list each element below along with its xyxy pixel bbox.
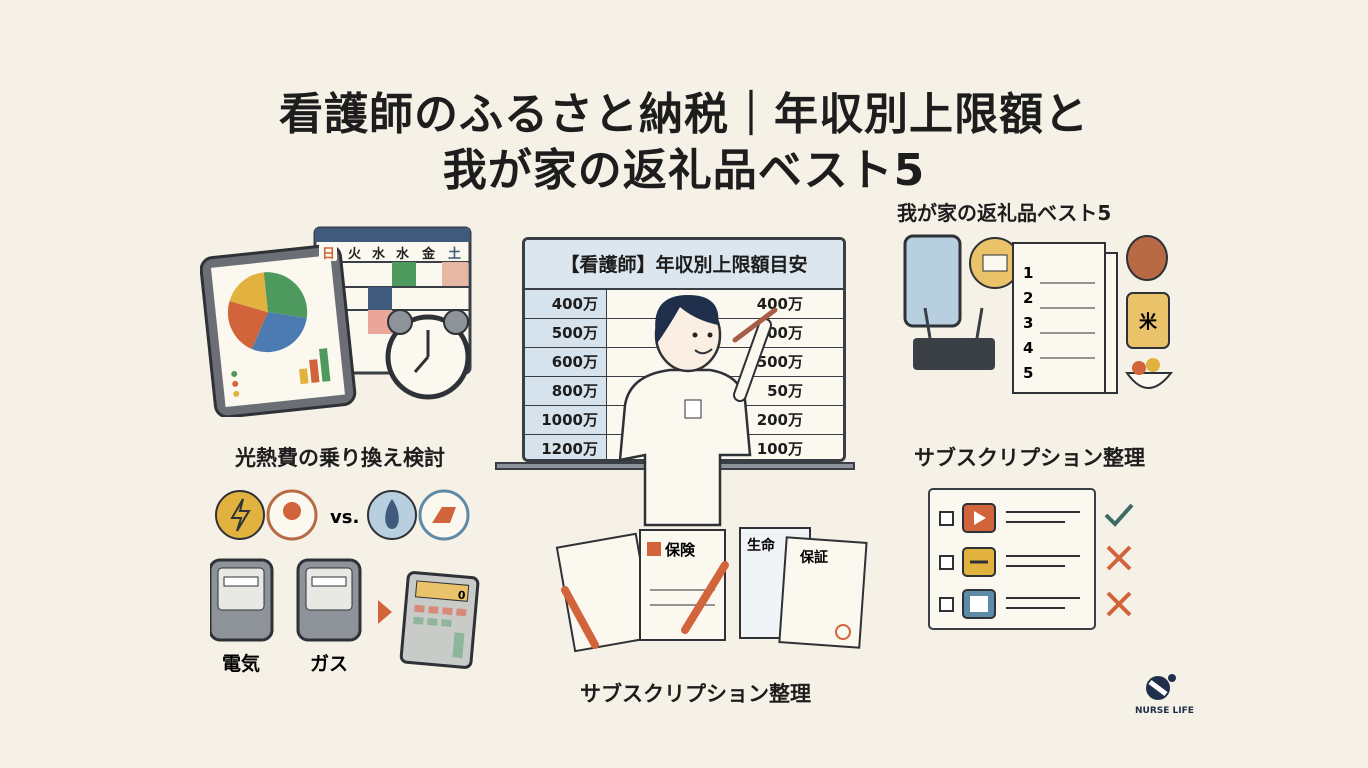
- pie-chart-icon: [227, 272, 308, 353]
- pen-icon: [561, 586, 599, 649]
- rank-number: 4: [1023, 339, 1033, 357]
- page-title-line2: 我が家の返礼品ベスト5: [442, 145, 926, 196]
- rank-number: 3: [1023, 314, 1033, 332]
- cross-icon: [1106, 591, 1132, 617]
- checkbox[interactable]: [939, 511, 954, 526]
- rank-number: 5: [1023, 364, 1033, 382]
- doc-label: 生命: [747, 537, 776, 554]
- router-icon: [913, 338, 995, 370]
- rank-number: 2: [1023, 289, 1033, 307]
- subscription-list-card: [928, 488, 1096, 630]
- pointer-stick: [732, 307, 778, 343]
- utility-comparison-illustration: vs. 0 電気 ガス: [210, 489, 480, 675]
- pen-icon: [681, 561, 729, 634]
- tablet: [200, 243, 357, 417]
- medical-cross-icon: [647, 542, 661, 556]
- doc-label: 保証: [799, 549, 828, 566]
- doc-label: 保険: [664, 541, 696, 559]
- subscription-row: [939, 503, 1080, 533]
- gas-label: ガス: [310, 653, 348, 675]
- page-title-line1: 看護師のふるさと納税｜年収別上限額と: [279, 89, 1089, 140]
- rice-label: 米: [1139, 311, 1158, 333]
- right-subscription-heading: サブスクリプション整理: [914, 446, 1145, 470]
- budget-tablet-calendar-illustration: 日 火 水 水 金 土: [200, 226, 472, 417]
- calendar-day: 水: [372, 246, 386, 262]
- name-badge: [684, 399, 702, 419]
- gift-ranking-heading: 我が家の返礼品ベスト5: [897, 201, 1112, 225]
- subscription-row: [939, 547, 1080, 577]
- calendar-day: 日: [322, 247, 335, 262]
- electric-meter-icon: [210, 558, 274, 642]
- calendar-window: [313, 226, 472, 375]
- subscription-status-marks: [1104, 503, 1134, 617]
- alarm-clock-icon: [385, 309, 471, 400]
- calendar-day: 火: [348, 247, 362, 262]
- fruit-bowl-icon: [1125, 372, 1174, 389]
- checkbox[interactable]: [939, 555, 954, 570]
- cross-icon: [1106, 545, 1132, 571]
- insurance-documents-illustration: 保険 生命 保証: [555, 527, 868, 653]
- beef-cow-icon: [1126, 235, 1168, 281]
- calendar-day: 金: [421, 246, 436, 262]
- calculator-icon: 0: [399, 571, 480, 669]
- center-subscription-heading: サブスクリプション整理: [580, 682, 811, 706]
- utility-switch-heading: 光熱費の乗り換え検討: [235, 446, 445, 470]
- nurse-life-logo: [1146, 674, 1176, 700]
- check-icon: [1104, 503, 1134, 527]
- calculator-display: 0: [457, 589, 466, 603]
- nurse-illustration: [618, 295, 778, 527]
- electricity-icon: [215, 490, 265, 540]
- rank-number: 1: [1023, 264, 1033, 282]
- gas-meter-icon: [296, 558, 362, 642]
- arrow-icon: [378, 600, 392, 624]
- subscription-row: [939, 589, 1080, 619]
- calendar-day: 水: [396, 246, 410, 262]
- board-title: 【看護師】年収別上限額目安: [525, 240, 843, 290]
- calendar-day: 土: [448, 246, 461, 262]
- ranking-list: [1012, 242, 1106, 394]
- rice-bag-icon: [1126, 292, 1170, 349]
- checkbox[interactable]: [939, 597, 954, 612]
- vs-label: vs.: [330, 507, 359, 528]
- calendar-day-labels: 日 火 水 水 金 土: [319, 244, 461, 262]
- smartphone-icon: [903, 234, 962, 328]
- logo-text: NURSE LIFE: [1135, 706, 1194, 716]
- electricity-label: 電気: [222, 652, 260, 675]
- gift-ranking-illustration: 1 2 3 4 5 米: [903, 234, 1174, 394]
